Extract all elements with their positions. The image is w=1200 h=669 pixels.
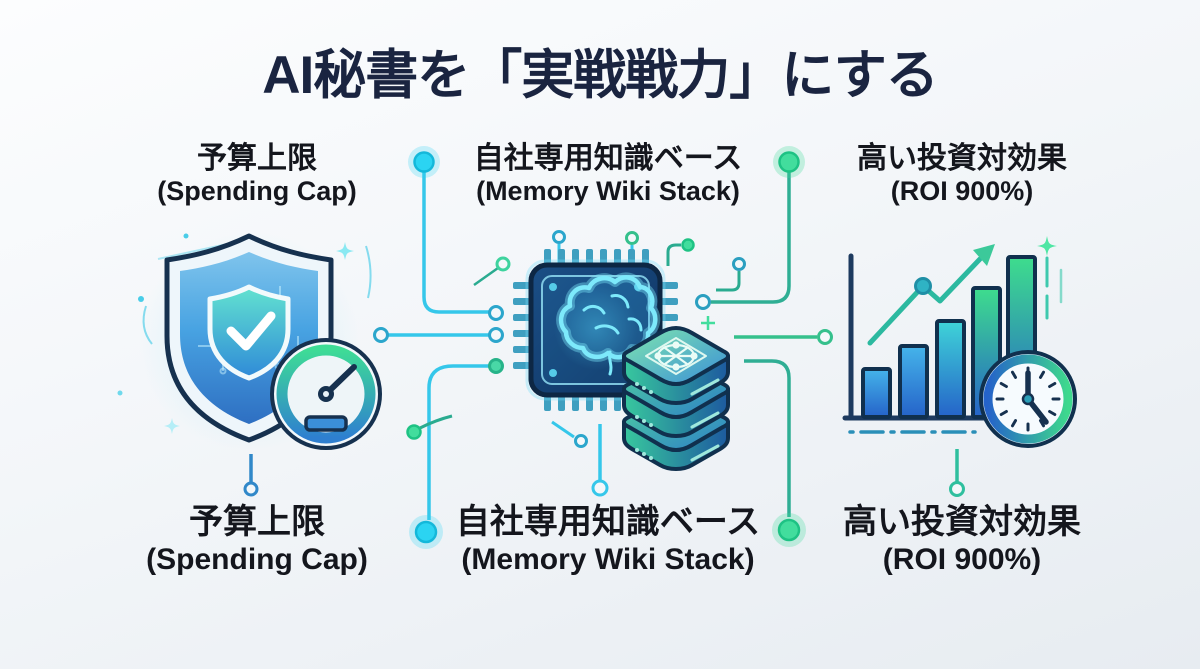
network-globe-icon <box>654 341 698 371</box>
bar-chart-icon <box>842 253 1038 434</box>
sparkle-icon <box>336 242 354 260</box>
label-bottom-memory-wiki: 自社専用知識ベース (Memory Wiki Stack) <box>418 502 798 578</box>
icon-drop-lines <box>243 424 965 497</box>
label-jp: 高い投資対効果 <box>857 142 1067 175</box>
label-jp: 自社専用知識ベース <box>455 503 761 541</box>
shield-check-gauge-icon <box>139 231 382 451</box>
label-top-spending-cap: 予算上限 (Spending Cap) <box>67 141 447 208</box>
label-jp: 予算上限 <box>197 142 317 175</box>
label-en: (ROI 900%) <box>882 543 1042 577</box>
sparkle-icon <box>164 418 180 434</box>
label-top-memory-wiki: 自社専用知識ベース (Memory Wiki Stack) <box>418 141 798 208</box>
gauge-icon <box>270 338 382 450</box>
clock-icon <box>979 350 1077 448</box>
connector-right-circuit <box>695 146 833 547</box>
connector-dot-top-left <box>413 151 435 173</box>
page-title: AI秘書を「実戦戦力」にする <box>262 46 939 105</box>
check-icon <box>226 311 276 351</box>
chip-adjacent-traces <box>406 230 746 448</box>
label-jp: 予算上限 <box>189 503 325 541</box>
label-en: (Spending Cap) <box>146 543 368 577</box>
growth-bar-chart-clock-icon <box>842 244 1077 448</box>
label-en: (Memory Wiki Stack) <box>476 176 740 207</box>
ai-chip-brain-server-stack-icon <box>513 249 730 471</box>
label-jp: 自社専用知識ベース <box>473 142 743 175</box>
label-en: (Memory Wiki Stack) <box>461 543 755 577</box>
connector-dot-top-right <box>778 151 800 173</box>
connector-dot-bottom-left <box>414 520 438 544</box>
label-bottom-roi: 高い投資対効果 (ROI 900%) <box>772 502 1152 578</box>
label-en: (ROI 900%) <box>890 176 1034 207</box>
label-bottom-spending-cap: 予算上限 (Spending Cap) <box>67 502 447 578</box>
label-en: (Spending Cap) <box>157 176 357 207</box>
server-stack-icon <box>622 326 730 471</box>
trend-arrow-icon <box>867 244 995 346</box>
connector-left-circuit <box>373 146 504 549</box>
plus-sparkle-icon <box>701 316 715 330</box>
brain-icon <box>554 272 661 376</box>
sparkle-icon <box>1037 236 1057 256</box>
label-top-roi: 高い投資対効果 (ROI 900%) <box>772 141 1152 208</box>
label-jp: 高い投資対効果 <box>843 503 1081 541</box>
inner-shield-icon <box>207 284 291 381</box>
connector-dot-bottom-right <box>777 518 801 542</box>
